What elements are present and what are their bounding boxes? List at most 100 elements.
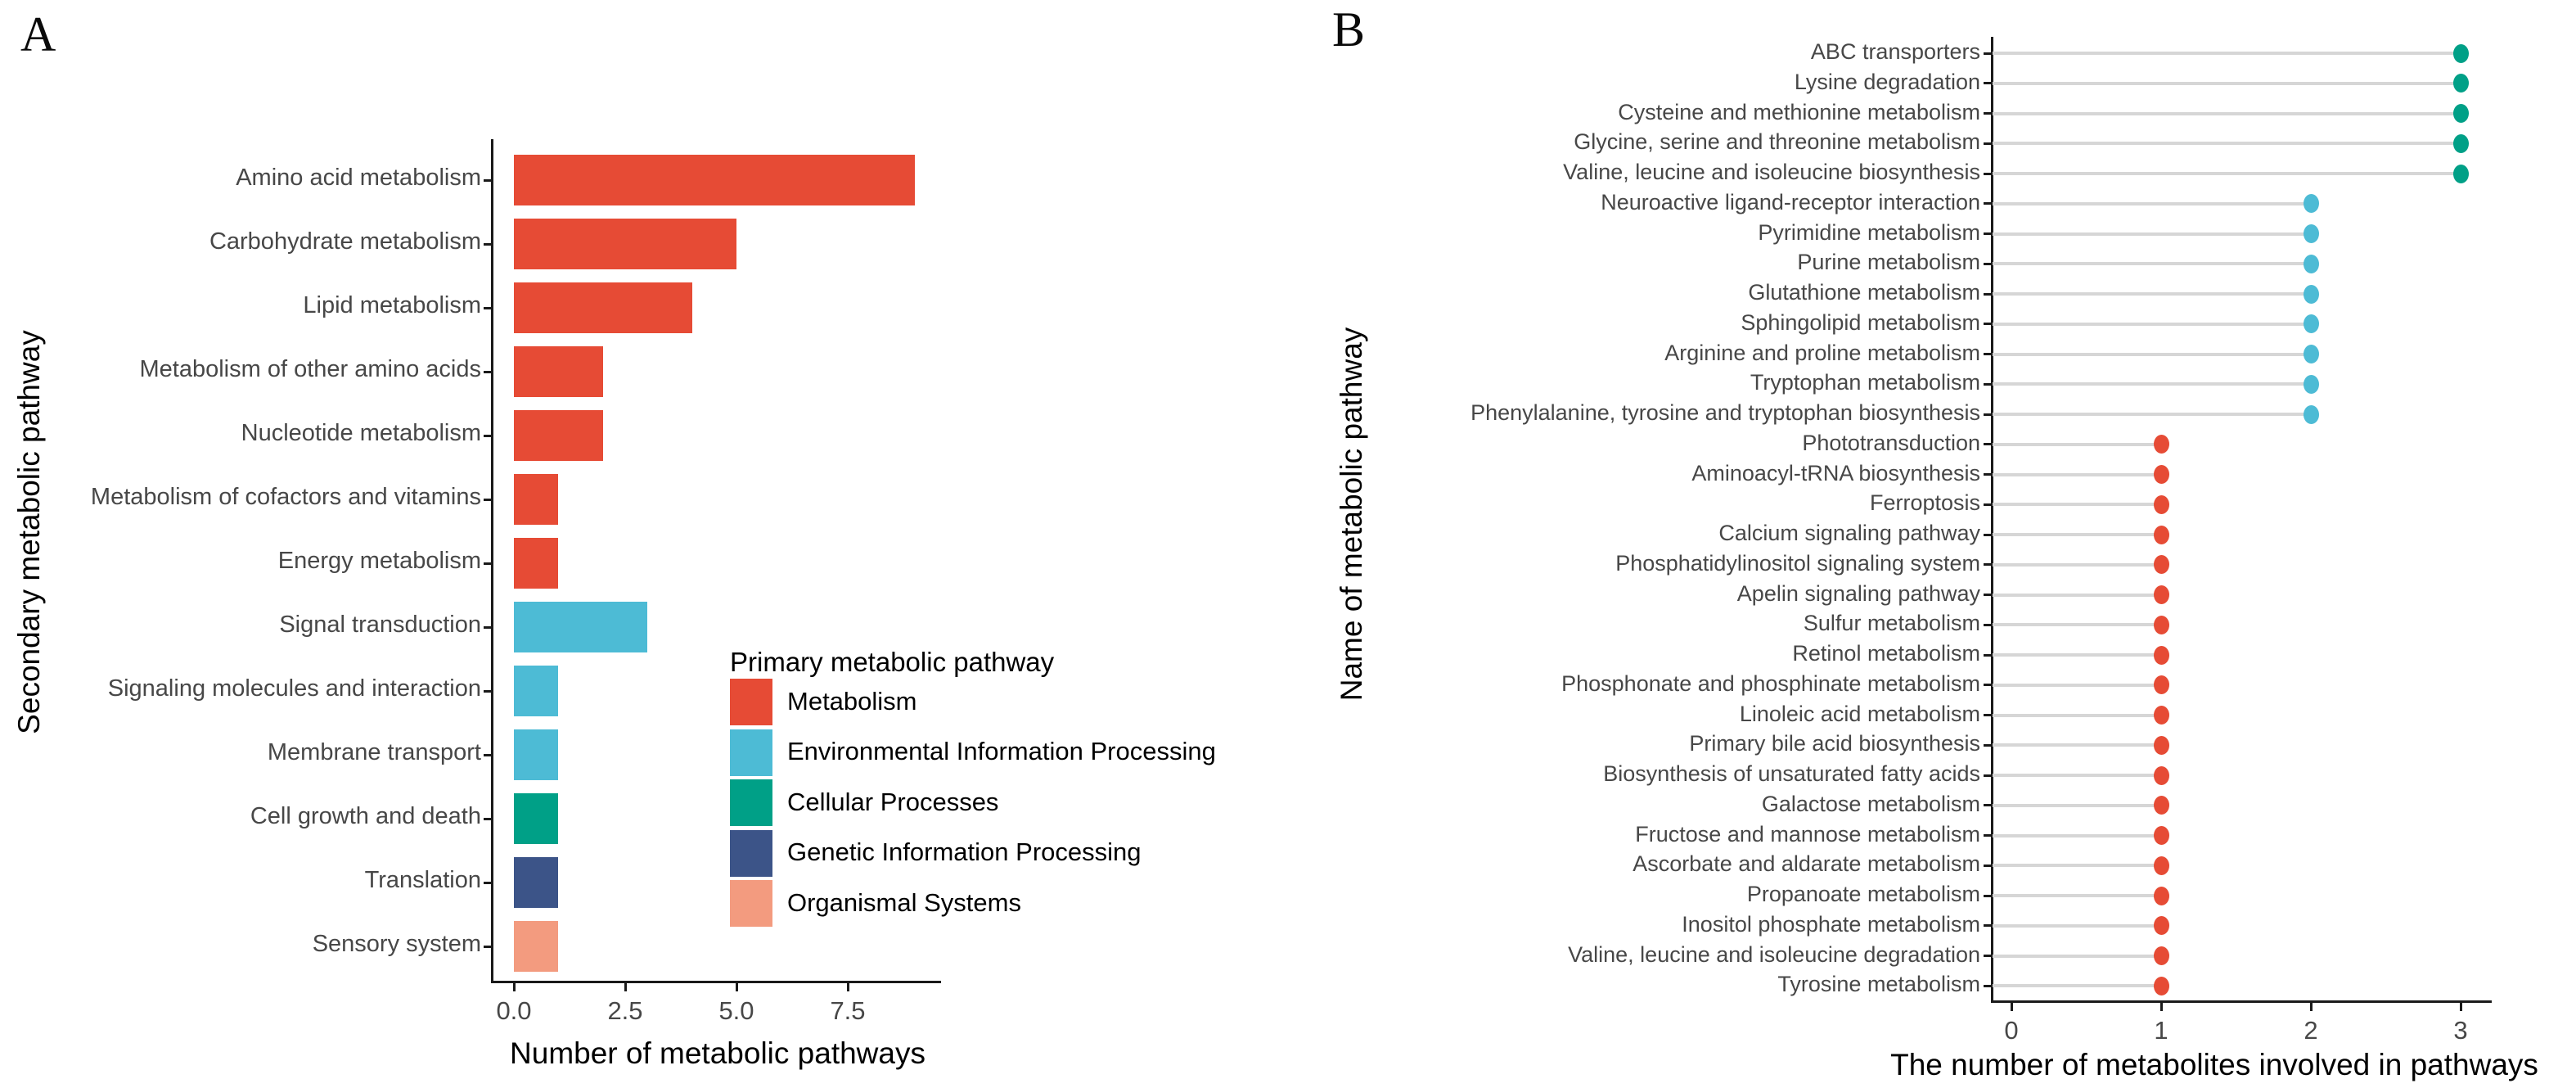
legend-title: Primary metabolic pathway	[730, 647, 1055, 677]
panel-a-x-axis-line	[491, 981, 941, 983]
lollipop-dot	[2153, 435, 2169, 454]
lollipop-dot	[2153, 585, 2169, 604]
category-label: Biosynthesis of unsaturated fatty acids	[1603, 761, 1980, 786]
lollipop-stem	[1993, 382, 2311, 386]
lollipop-stem	[1993, 954, 2161, 958]
y-tick-mark	[1984, 262, 1991, 265]
category-label: Signaling molecules and interaction	[107, 675, 481, 702]
y-tick-mark	[1984, 804, 1991, 807]
lollipop-dot	[2153, 615, 2169, 634]
lollipop-dot	[2153, 886, 2169, 905]
panel-a-x-axis-title: Number of metabolic pathways	[510, 1036, 925, 1070]
lollipop-stem	[1993, 81, 2461, 85]
y-tick-mark	[1984, 533, 1991, 536]
x-tick-label: 3	[2453, 1016, 2468, 1045]
lollipop-stem	[1993, 803, 2161, 807]
category-label: Apelin signaling pathway	[1736, 580, 1980, 606]
category-label: Aminoacyl-tRNA biosynthesis	[1691, 460, 1980, 485]
y-tick-mark	[1984, 864, 1991, 867]
category-label: Tryptophan metabolism	[1750, 370, 1980, 395]
category-label: Valine, leucine and isoleucine biosynthe…	[1563, 160, 1980, 184]
bar	[514, 857, 559, 908]
x-tick-label: 7.5	[830, 996, 866, 1025]
lollipop-stem	[1993, 713, 2161, 717]
bar	[514, 282, 692, 333]
category-label: Glutathione metabolism	[1748, 280, 1980, 305]
lollipop-stem	[1993, 923, 2161, 928]
lollipop-stem	[1993, 322, 2311, 326]
y-tick-mark	[1984, 52, 1991, 55]
lollipop-dot	[2303, 284, 2319, 304]
category-label: Membrane transport	[267, 739, 481, 765]
lollipop-stem	[1993, 352, 2311, 356]
x-tick-mark	[624, 983, 627, 991]
y-tick-mark	[1984, 172, 1991, 175]
bar	[514, 729, 559, 780]
lollipop-stem	[1993, 172, 2461, 175]
lollipop-stem	[1993, 562, 2161, 567]
bar	[514, 921, 559, 972]
category-label: Phenylalanine, tyrosine and tryptophan b…	[1470, 400, 1980, 425]
lollipop-stem	[1993, 142, 2461, 146]
lollipop-dot	[2452, 43, 2469, 63]
category-label: Pyrimidine metabolism	[1758, 219, 1980, 245]
lollipop-dot	[2153, 706, 2169, 725]
lollipop-dot	[2452, 74, 2469, 93]
x-tick-label: 5.0	[718, 996, 754, 1025]
lollipop-stem	[1993, 262, 2311, 266]
category-label: Amino acid metabolism	[236, 165, 481, 191]
lollipop-dot	[2153, 494, 2169, 514]
y-tick-mark	[1984, 563, 1991, 567]
lollipop-dot	[2153, 675, 2169, 695]
category-label: Glycine, serine and threonine metabolism	[1574, 129, 1980, 155]
panel-b-letter: B	[1332, 2, 1366, 56]
lollipop-dot	[2303, 314, 2319, 334]
category-label: Ferroptosis	[1869, 490, 1980, 516]
category-label: Galactose metabolism	[1761, 791, 1980, 816]
y-tick-mark	[1984, 594, 1991, 596]
category-label: Inositol phosphate metabolism	[1682, 911, 1980, 937]
y-tick-mark	[484, 498, 491, 501]
category-label: Arginine and proline metabolism	[1664, 340, 1980, 365]
y-tick-mark	[1984, 653, 1991, 657]
category-label: Signal transduction	[279, 612, 481, 638]
y-tick-mark	[484, 817, 491, 820]
category-label: Primary bile acid biosynthesis	[1689, 731, 1980, 756]
lollipop-stem	[1993, 593, 2161, 597]
x-tick-mark	[2010, 1003, 2013, 1011]
bar	[514, 793, 559, 844]
lollipop-dot	[2153, 735, 2169, 755]
lollipop-stem	[1993, 232, 2311, 236]
lollipop-dot	[2153, 645, 2169, 665]
legend-label: Organismal Systems	[787, 887, 1021, 917]
bar	[514, 410, 603, 461]
panel-b-y-axis-line	[1991, 37, 1993, 1003]
category-label: Energy metabolism	[277, 548, 481, 574]
y-tick-mark	[1984, 834, 1991, 837]
legend-swatch	[730, 679, 772, 725]
lollipop-stem	[1993, 653, 2161, 657]
category-label: Sulfur metabolism	[1803, 611, 1980, 636]
lollipop-dot	[2452, 133, 2469, 153]
category-label: ABC transporters	[1810, 39, 1980, 64]
bar	[514, 219, 736, 269]
lollipop-dot	[2153, 765, 2169, 785]
y-tick-mark	[484, 178, 491, 182]
category-label: Calcium signaling pathway	[1718, 521, 1980, 545]
legend-label: Metabolism	[787, 686, 917, 716]
lollipop-stem	[1993, 413, 2311, 416]
lollipop-stem	[1993, 52, 2461, 55]
lollipop-dot	[2153, 856, 2169, 875]
bar	[514, 602, 648, 652]
lollipop-dot	[2452, 164, 2469, 183]
lollipop-dot	[2153, 916, 2169, 936]
y-tick-mark	[1984, 142, 1991, 145]
y-tick-mark	[1984, 382, 1991, 386]
category-label: Translation	[364, 867, 481, 893]
lollipop-stem	[1993, 774, 2161, 777]
category-label: Propanoate metabolism	[1746, 882, 1980, 906]
lollipop-dot	[2303, 345, 2319, 363]
legend-swatch	[730, 779, 772, 826]
lollipop-stem	[1993, 201, 2311, 205]
